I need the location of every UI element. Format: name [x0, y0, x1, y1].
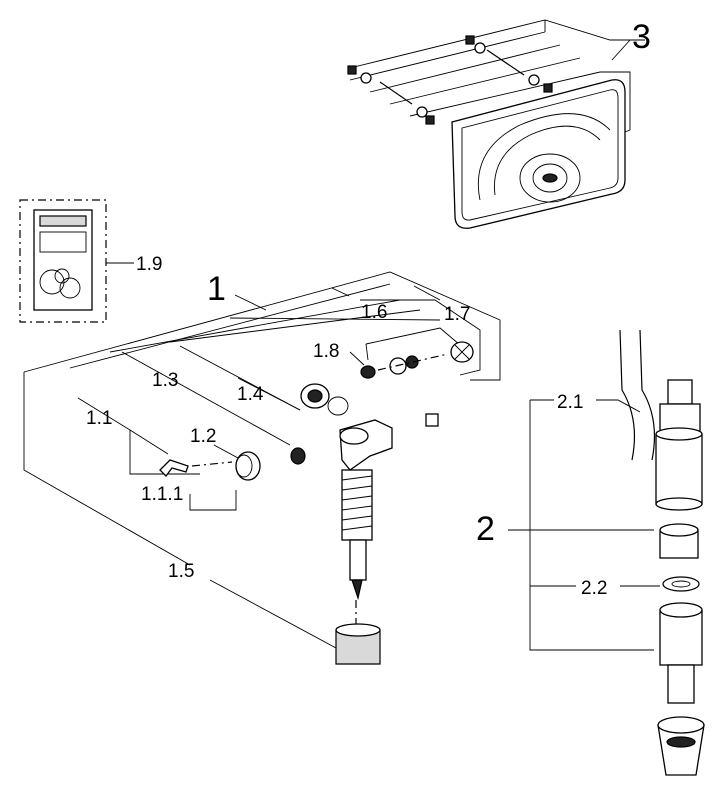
- part-cap-1-3: [290, 447, 306, 465]
- callout-3: 3: [632, 18, 651, 56]
- callout-1-7: 1.7: [444, 304, 470, 325]
- callout-1-6: 1.6: [361, 302, 387, 323]
- part-1-9-seal-bag: 1.9: [19, 199, 162, 323]
- part-ring-2-2: [662, 576, 700, 592]
- callout-1-2: 1.2: [190, 426, 216, 447]
- flush-plate: [451, 79, 626, 229]
- callout-2: 2: [476, 510, 495, 548]
- callout-1-3: 1.3: [152, 370, 178, 391]
- callout-2-2: 2.2: [581, 578, 607, 599]
- callout-1-1: 1.1: [86, 408, 112, 429]
- callout-1: 1: [207, 270, 226, 308]
- callout-1-4: 1.4: [237, 384, 264, 405]
- valve-body: [339, 419, 393, 471]
- flush-valve-head: [667, 379, 693, 405]
- assembly-1-fill-valve: 1.6 1.7 1.8 1.3 1.4 1 1.1 1.1.1 1.2 1.5: [23, 270, 501, 665]
- assembly-3-cover-plate: 3: [347, 18, 651, 229]
- callout-1-8: 1.8: [313, 341, 339, 362]
- assembly-2-flush-valve: 2 2.1 2.2: [476, 329, 705, 776]
- part-clip: [159, 459, 189, 477]
- callout-1-5: 1.5: [168, 561, 194, 582]
- callout-1-9: 1.9: [136, 254, 162, 275]
- callout-1-1-1: 1.1.1: [141, 484, 183, 505]
- callout-2-1: 2.1: [557, 392, 583, 413]
